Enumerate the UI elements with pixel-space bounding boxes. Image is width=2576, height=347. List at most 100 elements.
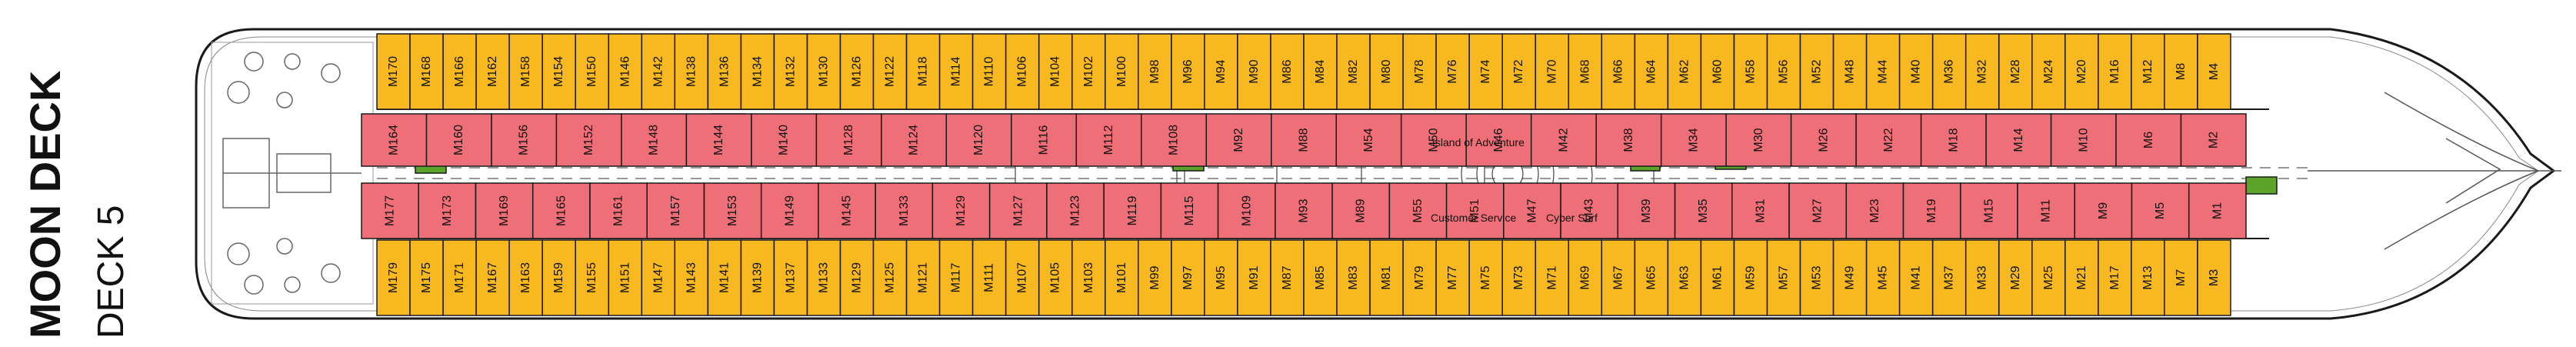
cabin-m83[interactable]: M83	[1336, 239, 1371, 316]
cabin-m52[interactable]: M52	[1799, 33, 1835, 110]
cabin-box[interactable]	[1898, 239, 1934, 316]
cabin-m73[interactable]: M73	[1501, 239, 1536, 316]
cabin-box[interactable]	[685, 113, 752, 167]
cabin-m98[interactable]: M98	[1138, 33, 1172, 110]
cabin-m110[interactable]: M110	[971, 33, 1007, 110]
cabin-box[interactable]	[1402, 239, 1437, 316]
cabin-box[interactable]	[2031, 239, 2066, 316]
cabin-m141[interactable]: M141	[707, 239, 742, 316]
cabin-box[interactable]	[608, 33, 643, 110]
cabin-m77[interactable]: M77	[1435, 239, 1470, 316]
cabin-m32[interactable]: M32	[1964, 33, 2000, 110]
cabin-m40[interactable]: M40	[1898, 33, 1934, 110]
cabin-m124[interactable]: M124	[881, 113, 948, 167]
cabin-box[interactable]	[1005, 33, 1040, 110]
cabin-box[interactable]	[674, 239, 709, 316]
cabin-m157[interactable]: M157	[646, 182, 705, 239]
cabin-m47[interactable]: M47	[1503, 182, 1561, 239]
cabin-box[interactable]	[1435, 33, 1470, 110]
cabin-m105[interactable]: M105	[1038, 239, 1073, 316]
cabin-box[interactable]	[2031, 33, 2066, 110]
cabin-m27[interactable]: M27	[1788, 182, 1848, 239]
cabin-box[interactable]	[1468, 33, 1503, 110]
cabin-box[interactable]	[641, 33, 676, 110]
cabin-m19[interactable]: M19	[1902, 182, 1961, 239]
cabin-box[interactable]	[2131, 239, 2165, 316]
cabin-m45[interactable]: M45	[1865, 239, 1901, 316]
cabin-box[interactable]	[1046, 182, 1105, 239]
cabin-box[interactable]	[1733, 33, 1768, 110]
cabin-box[interactable]	[2064, 33, 2099, 110]
cabin-box[interactable]	[1171, 33, 1205, 110]
cabin-box[interactable]	[1733, 239, 1768, 316]
cabin-box[interactable]	[589, 182, 648, 239]
cabin-box[interactable]	[881, 113, 948, 167]
cabin-m54[interactable]: M54	[1335, 113, 1402, 167]
cabin-m167[interactable]: M167	[475, 239, 510, 316]
cabin-box[interactable]	[1855, 113, 1922, 167]
cabin-box[interactable]	[971, 239, 1007, 316]
cabin-box[interactable]	[621, 113, 688, 167]
cabin-m111[interactable]: M111	[971, 239, 1007, 316]
cabin-box[interactable]	[409, 239, 444, 316]
cabin-box[interactable]	[1595, 113, 1662, 167]
cabin-box[interactable]	[1799, 33, 1835, 110]
cabin-box[interactable]	[875, 182, 934, 239]
cabin-box[interactable]	[674, 33, 709, 110]
cabin-m62[interactable]: M62	[1667, 33, 1702, 110]
cabin-m125[interactable]: M125	[872, 239, 908, 316]
cabin-m72[interactable]: M72	[1501, 33, 1536, 110]
cabin-box[interactable]	[575, 33, 609, 110]
cabin-box[interactable]	[905, 33, 941, 110]
cabin-m100[interactable]: M100	[1105, 33, 1139, 110]
cabin-box[interactable]	[938, 33, 974, 110]
cabin-m170[interactable]: M170	[376, 33, 411, 110]
cabin-box[interactable]	[1601, 239, 1636, 316]
cabin-box[interactable]	[2164, 239, 2198, 316]
cabin-m163[interactable]: M163	[508, 239, 543, 316]
cabin-m169[interactable]: M169	[475, 182, 534, 239]
cabin-m58[interactable]: M58	[1733, 33, 1768, 110]
cabin-m60[interactable]: M60	[1700, 33, 1735, 110]
cabin-box[interactable]	[1998, 33, 2033, 110]
cabin-box[interactable]	[542, 239, 576, 316]
cabin-box[interactable]	[646, 182, 705, 239]
cyber-surf-label[interactable]: Cyber Surf	[1546, 212, 1598, 224]
cabin-box[interactable]	[760, 182, 819, 239]
cabin-m104[interactable]: M104	[1038, 33, 1073, 110]
cabin-m171[interactable]: M171	[442, 239, 477, 316]
cabin-m142[interactable]: M142	[641, 33, 676, 110]
cabin-box[interactable]	[1038, 33, 1073, 110]
cabin-box[interactable]	[418, 182, 477, 239]
cabin-box[interactable]	[1501, 239, 1536, 316]
cabin-box[interactable]	[1331, 182, 1391, 239]
cabin-m70[interactable]: M70	[1535, 33, 1570, 110]
cabin-m78[interactable]: M78	[1402, 33, 1437, 110]
cabin-box[interactable]	[442, 239, 477, 316]
cabin-m36[interactable]: M36	[1931, 33, 1967, 110]
cabin-box[interactable]	[773, 239, 808, 316]
cabin-box[interactable]	[1335, 113, 1402, 167]
cabin-m67[interactable]: M67	[1601, 239, 1636, 316]
cabin-m133[interactable]: M133	[806, 239, 841, 316]
cabin-box[interactable]	[1667, 33, 1702, 110]
cabin-m92[interactable]: M92	[1205, 113, 1272, 167]
cabin-m74[interactable]: M74	[1468, 33, 1503, 110]
cabin-m103[interactable]: M103	[1071, 239, 1106, 316]
cabin-m127[interactable]: M127	[988, 182, 1048, 239]
cabin-m145[interactable]: M145	[818, 182, 876, 239]
cabin-m153[interactable]: M153	[703, 182, 762, 239]
cabin-m4[interactable]: M4	[2197, 33, 2231, 110]
cabin-m35[interactable]: M35	[1674, 182, 1733, 239]
cabin-box[interactable]	[1369, 239, 1404, 316]
cabin-box[interactable]	[2074, 182, 2133, 239]
cabin-box[interactable]	[1865, 33, 1901, 110]
cabin-box[interactable]	[1920, 113, 1987, 167]
cabin-box[interactable]	[1160, 182, 1219, 239]
cabin-box[interactable]	[1503, 182, 1561, 239]
cabin-m154[interactable]: M154	[542, 33, 576, 110]
cabin-m162[interactable]: M162	[475, 33, 510, 110]
cabin-box[interactable]	[2197, 33, 2231, 110]
cabin-box[interactable]	[508, 33, 543, 110]
cabin-m75[interactable]: M75	[1468, 239, 1503, 316]
